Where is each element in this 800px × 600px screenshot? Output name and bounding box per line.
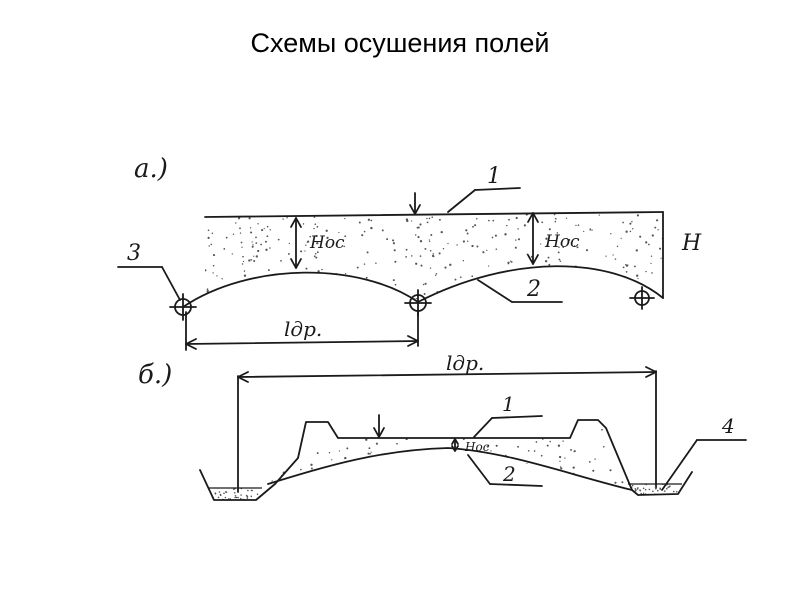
scheme-b: б.) lдр. <box>138 351 747 501</box>
surface-arrow-a <box>409 192 421 215</box>
water-table-curve-left <box>182 271 419 308</box>
drain-spacing-dimension-a <box>185 311 419 351</box>
spacing-label-b: lдр. <box>446 351 484 375</box>
depth-label-right: Нос <box>544 232 580 252</box>
marker-4-b: 4 <box>721 414 735 438</box>
leader-line-2-b <box>467 454 491 485</box>
leader-line-1-a <box>447 189 476 213</box>
depth-label-left: Нос <box>309 233 345 253</box>
soil-stipple-a <box>199 212 663 307</box>
field-ground-profile <box>199 419 693 501</box>
leader-line-3-a <box>161 266 181 301</box>
water-table-curve-b <box>267 447 633 491</box>
depth-dimension-b <box>451 438 459 452</box>
slide-title: Схемы осушения полей <box>250 28 550 58</box>
marker-2-b: 2 <box>502 462 516 486</box>
leader-shelf-1-a <box>474 187 521 191</box>
water-table-curve-right <box>417 265 664 303</box>
drain-pipe-icon-right <box>629 286 655 310</box>
marker-1-a: 1 <box>487 164 501 189</box>
spacing-label-a: lдр. <box>284 317 322 341</box>
leader-shelf-2-b <box>489 483 543 487</box>
depth-label-b: Нос <box>464 440 490 454</box>
ditch-water-stipple <box>208 484 681 500</box>
marker-1-b: 1 <box>502 392 515 416</box>
drain-spacing-dimension-b <box>237 366 657 493</box>
leader-line-1-b <box>473 417 493 438</box>
leader-shelf-1-b <box>491 415 543 419</box>
leader-line-2-a <box>477 279 513 303</box>
ground-surface-line-a <box>204 211 664 218</box>
scheme-a: а.) 1 Нос <box>117 154 702 351</box>
scheme-a-label: а.) <box>134 154 168 184</box>
leader-line-4-b <box>661 439 698 491</box>
drain-pipe-icon-left <box>169 293 197 321</box>
marker-2-a: 2 <box>526 277 541 302</box>
scheme-b-label: б.) <box>138 360 172 390</box>
depth-dimension-right <box>527 212 539 265</box>
marker-3-a: 3 <box>127 241 141 266</box>
surface-arrow-b <box>373 414 385 438</box>
total-depth-label: Н <box>681 231 702 256</box>
depth-dimension-left <box>290 217 302 269</box>
soil-stipple-b <box>270 428 632 490</box>
